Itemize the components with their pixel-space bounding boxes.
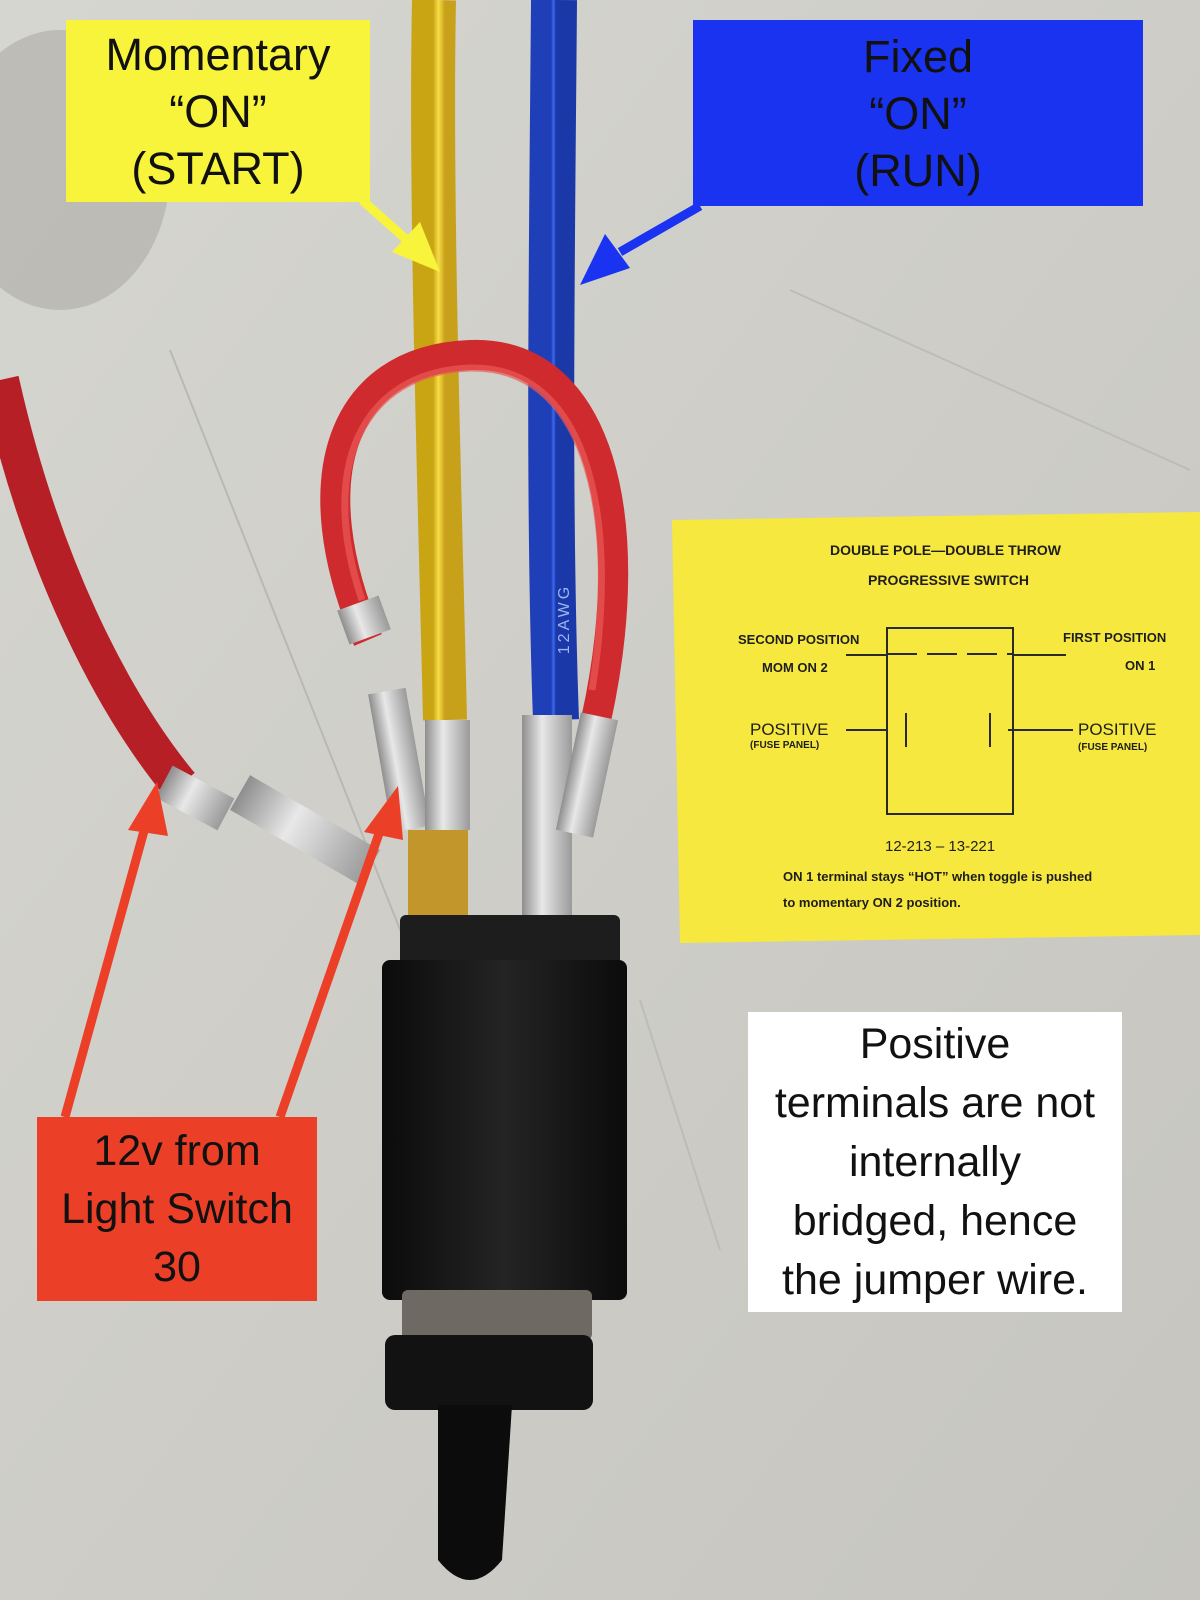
card-positive-right: POSITIVE: [1078, 720, 1157, 739]
callout-bg: [37, 1117, 317, 1301]
red-jumper-wire: [320, 339, 629, 724]
callout-line: bridged, hence: [792, 1196, 1078, 1245]
crimp-terminal: [425, 720, 470, 830]
callout-line: terminals are not: [774, 1078, 1096, 1127]
crimp-terminal: [337, 595, 391, 645]
arrow-head: [580, 234, 630, 285]
callout-line: the jumper wire.: [782, 1255, 1088, 1304]
card-title: DOUBLE POLE—DOUBLE THROW: [830, 542, 1061, 558]
supply-callout: 12v from Light Switch 30: [37, 1117, 317, 1301]
card-fuse-left: (FUSE PANEL): [750, 740, 820, 751]
floor-scratch: [789, 289, 1191, 471]
card-first-position: FIRST POSITION: [1063, 630, 1167, 645]
card-on-1: ON 1: [1125, 658, 1156, 673]
card-positive-left: POSITIVE: [750, 720, 829, 739]
crimp-terminal: [368, 687, 430, 833]
callout-line: internally: [848, 1137, 1022, 1186]
callout-line: “ON”: [169, 85, 267, 137]
card-note-line-1: ON 1 terminal stays “HOT” when toggle is…: [783, 869, 1093, 884]
callout-bg: [66, 20, 370, 202]
card-part-numbers: 12-213 – 13-221: [885, 838, 996, 855]
callout-line: Momentary: [105, 28, 331, 80]
card-second-position: SECOND POSITION: [738, 632, 860, 647]
fixed-on-callout: Fixed “ON” (RUN): [693, 20, 1143, 206]
card-fuse-right: (FUSE PANEL): [1078, 742, 1148, 753]
switch-nut: [402, 1290, 592, 1340]
wire-gauge-print: 12AWG: [556, 583, 574, 655]
callout-line: 30: [153, 1243, 201, 1291]
callout-bg: [748, 1012, 1122, 1312]
jumper-note-callout: Positive terminals are not internally br…: [748, 1012, 1122, 1312]
card-subtitle: PROGRESSIVE SWITCH: [868, 572, 1030, 588]
arrow-head: [364, 786, 403, 840]
callout-line: Positive: [859, 1019, 1011, 1068]
red-supply-wire: [0, 375, 195, 798]
crimp-terminal: [155, 765, 235, 831]
arrow-head: [392, 222, 440, 272]
callout-line: (RUN): [854, 144, 982, 196]
arrow-shaft: [275, 823, 387, 1119]
crimp-terminal: [230, 775, 380, 885]
switch-body: [382, 960, 627, 1300]
callout-line: Light Switch: [61, 1185, 293, 1233]
crimp-terminal: [555, 712, 619, 838]
floor-scratch: [639, 999, 721, 1251]
toggle-lever: [438, 1405, 512, 1580]
red-jumper-highlight: [341, 364, 605, 691]
arrow-head: [128, 782, 168, 836]
callout-line: “ON”: [869, 87, 967, 139]
callout-bg: [693, 20, 1143, 206]
card-note-line-2: to momentary ON 2 position.: [783, 895, 961, 910]
instruction-card: [672, 512, 1200, 943]
switch-bushing: [385, 1335, 593, 1410]
diagram-box: [886, 627, 1014, 815]
callout-line: Fixed: [862, 30, 974, 82]
floor-scratch: [169, 349, 421, 981]
callout-line: (START): [131, 142, 305, 194]
momentary-on-callout: Momentary “ON” (START): [66, 20, 370, 202]
callout-line: 12v from: [93, 1127, 261, 1175]
arrow-shaft: [60, 818, 152, 1119]
arrow-shaft: [617, 202, 703, 256]
card-mom-on-2: MOM ON 2: [762, 660, 828, 675]
